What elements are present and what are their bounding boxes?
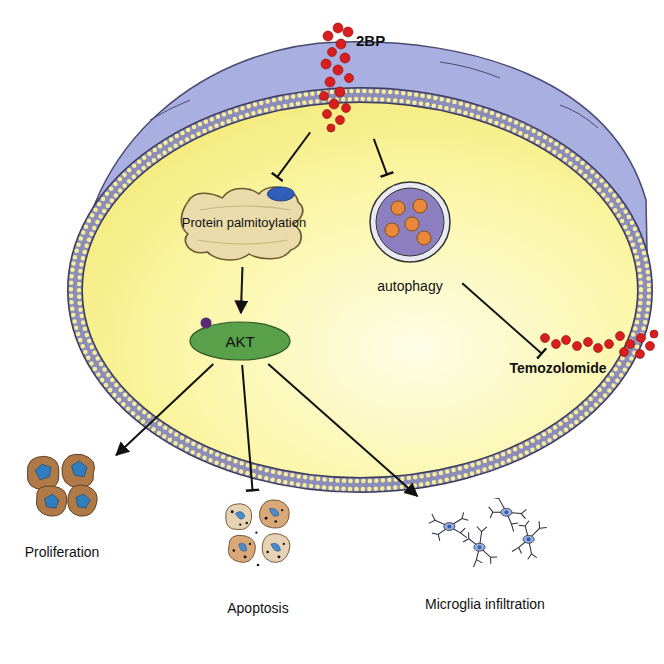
inhibition-connector <box>242 365 252 491</box>
temozolomide-molecules <box>541 330 659 359</box>
apoptosis-icon: Apoptosis <box>208 494 308 618</box>
akt-ellipse: AKT <box>188 316 292 362</box>
node-label: AKT <box>225 333 254 350</box>
membrane-heads-inner <box>79 99 641 481</box>
node-label: Temozolomide <box>510 360 607 376</box>
golgi-shape: Protein palmitoylation <box>178 180 310 264</box>
inhibition-connector <box>462 283 542 354</box>
microglia-icon: Microglia infiltration <box>400 498 570 614</box>
activation-arrow <box>116 364 213 455</box>
apoptosis-icon-shape <box>208 494 308 594</box>
inhibition-connector <box>277 132 310 177</box>
node-label: Protein palmitoylation <box>182 215 306 230</box>
drug-label: Temozolomide <box>496 356 620 380</box>
inhibitor-label: 2BP <box>312 18 390 136</box>
membrane-heads-outer <box>71 91 649 489</box>
autophagosome: autophagy <box>360 178 460 296</box>
node-label: 2BP <box>356 32 385 49</box>
inhibition-connector <box>374 139 387 175</box>
proliferation-icon-shape <box>10 450 114 538</box>
activation-arrow <box>268 364 417 496</box>
node-label: Apoptosis <box>227 600 288 616</box>
membrane-outline <box>75 95 645 485</box>
microglia-icon-shape <box>400 498 570 590</box>
node-label: Proliferation <box>25 544 100 560</box>
membrane-band <box>75 95 645 485</box>
activation-arrow <box>241 267 243 313</box>
node-label: Microglia infiltration <box>425 596 545 612</box>
2bp-molecules <box>320 23 354 132</box>
node-label: autophagy <box>377 278 442 294</box>
proliferation-icon: Proliferation <box>10 450 114 562</box>
